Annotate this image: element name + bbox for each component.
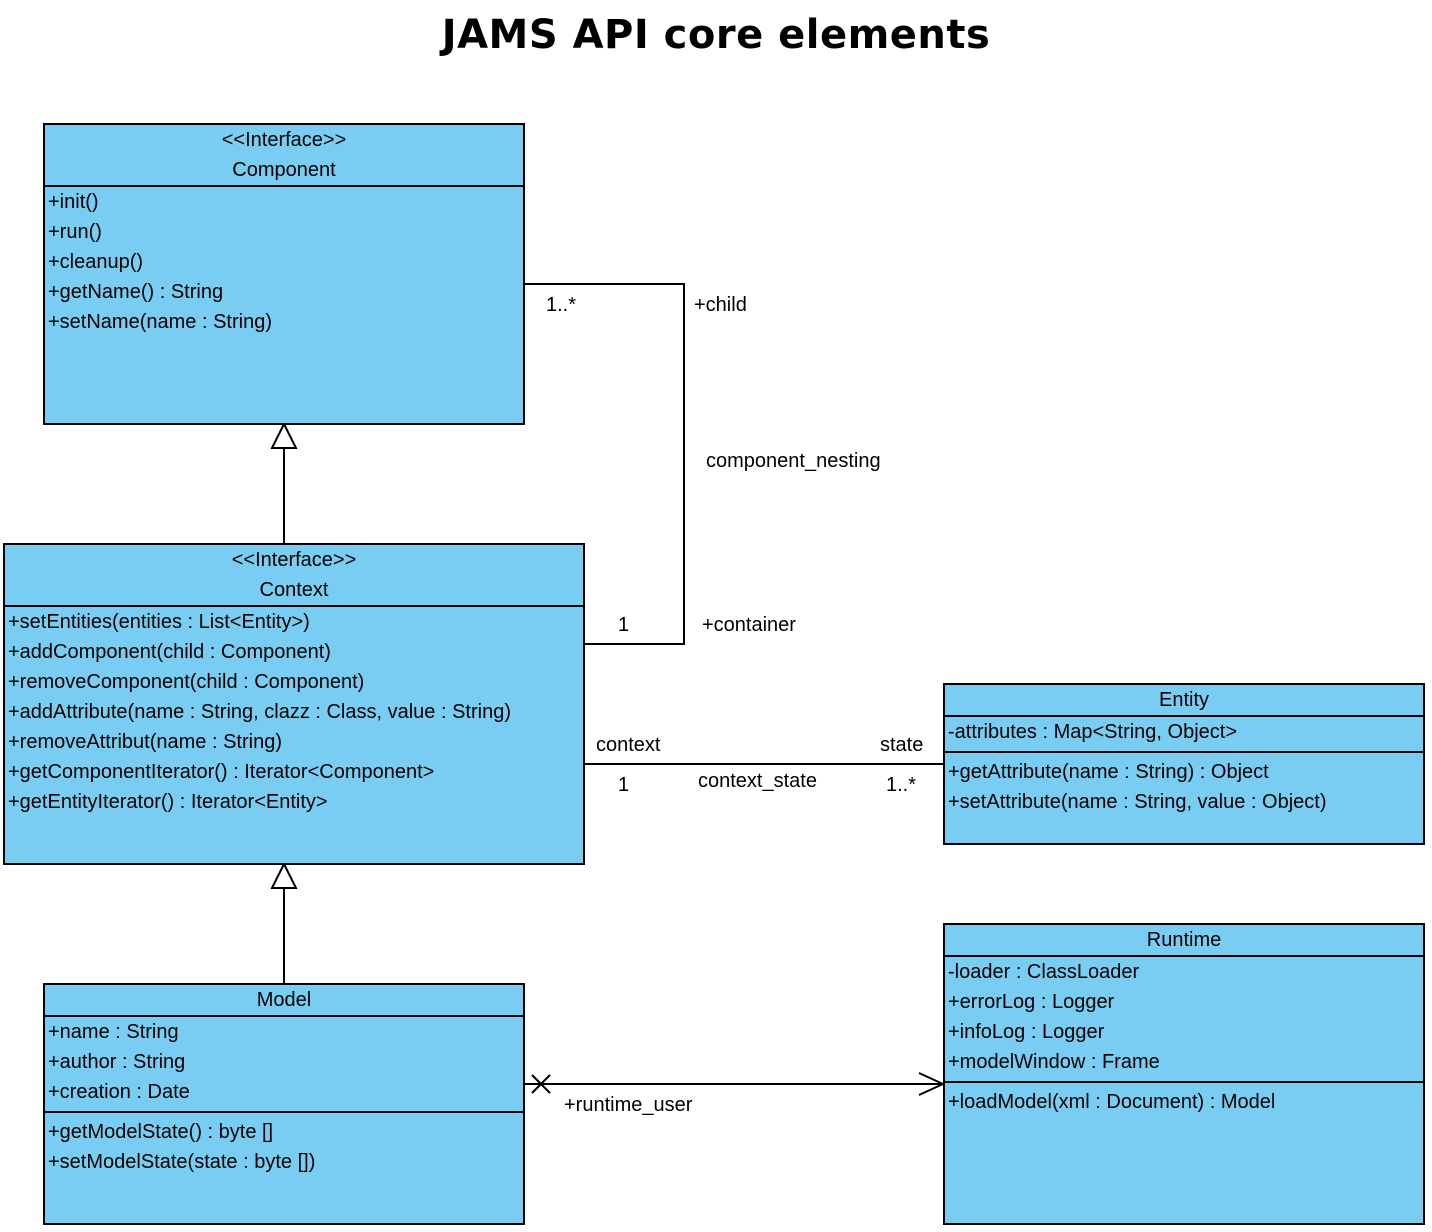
operations-compartment: +loadModel(xml : Document) : Model	[945, 1083, 1423, 1117]
operation: +removeAttribut(name : String)	[8, 731, 282, 753]
operation: +setModelState(state : byte [])	[48, 1151, 316, 1173]
non-navigable-x-icon	[531, 1074, 551, 1094]
container-multiplicity-label: 1	[618, 614, 630, 636]
container-role-label: +container	[702, 614, 796, 636]
operations-compartment: +setEntities(entities : List<Entity>) +a…	[5, 607, 583, 817]
attribute: +name : String	[48, 1021, 179, 1043]
class-name: Model	[256, 989, 312, 1011]
operation: +getComponentIterator() : Iterator<Compo…	[8, 761, 435, 783]
state-multiplicity-label: 1..*	[886, 774, 917, 796]
attribute: +errorLog : Logger	[948, 991, 1115, 1013]
stereotype-label: <<Interface>>	[221, 129, 347, 151]
model-class-header: Model	[45, 985, 523, 1017]
operation: +getAttribute(name : String) : Object	[948, 761, 1269, 783]
class-name: Component	[232, 159, 336, 181]
operation: +loadModel(xml : Document) : Model	[948, 1091, 1276, 1113]
operations-compartment: +getAttribute(name : String) : Object +s…	[945, 753, 1423, 817]
attributes-compartment: +name : String +author : String +creatio…	[45, 1017, 523, 1113]
state-role-label: state	[880, 734, 924, 756]
operation: +getEntityIterator() : Iterator<Entity>	[8, 791, 328, 813]
operation: +setAttribute(name : String, value : Obj…	[948, 791, 1327, 813]
operation: +setName(name : String)	[48, 311, 272, 333]
operation: +removeComponent(child : Component)	[8, 671, 365, 693]
class-name: Context	[259, 579, 329, 601]
attribute: +infoLog : Logger	[948, 1021, 1105, 1043]
runtime-user-role-label: +runtime_user	[564, 1094, 693, 1116]
child-role-label: +child	[694, 294, 747, 316]
operation: +addComponent(child : Component)	[8, 641, 331, 663]
operation: +cleanup()	[48, 251, 144, 273]
context-class-header: <<Interface>> Context	[5, 545, 583, 607]
operations-compartment: +init() +run() +cleanup() +getName() : S…	[45, 187, 523, 337]
component-class-header: <<Interface>> Component	[45, 125, 523, 187]
generalization-arrowhead-icon	[270, 421, 298, 449]
operation: +setEntities(entities : List<Entity>)	[8, 611, 310, 633]
class-name: Entity	[1158, 689, 1210, 711]
attribute: -attributes : Map<String, Object>	[948, 721, 1238, 743]
context-role-label: context	[596, 734, 661, 756]
attribute: +modelWindow : Frame	[948, 1051, 1160, 1073]
stereotype-label: <<Interface>>	[231, 549, 357, 571]
runtime-class[interactable]: Runtime -loader : ClassLoader +errorLog …	[943, 923, 1425, 1225]
attribute: +creation : Date	[48, 1081, 190, 1103]
attribute: +author : String	[48, 1051, 186, 1073]
component-class[interactable]: <<Interface>> Component +init() +run() +…	[43, 123, 525, 425]
operations-compartment: +getModelState() : byte [] +setModelStat…	[45, 1113, 523, 1177]
context-multiplicity-label: 1	[618, 774, 630, 796]
class-name: Runtime	[1146, 929, 1222, 951]
operation: +getModelState() : byte []	[48, 1121, 274, 1143]
component-nesting-line	[525, 283, 685, 645]
generalization-arrowhead-icon	[270, 861, 298, 889]
entity-class[interactable]: Entity -attributes : Map<String, Object>…	[943, 683, 1425, 845]
attributes-compartment: -loader : ClassLoader +errorLog : Logger…	[945, 957, 1423, 1083]
component-nesting-name-label: component_nesting	[706, 450, 881, 472]
operation: +run()	[48, 221, 102, 243]
operation: +getName() : String	[48, 281, 224, 303]
context-state-name-label: context_state	[698, 770, 817, 792]
operation: +init()	[48, 191, 99, 213]
runtime-class-header: Runtime	[945, 925, 1423, 957]
operation: +addAttribute(name : String, clazz : Cla…	[8, 701, 511, 723]
model-class[interactable]: Model +name : String +author : String +c…	[43, 983, 525, 1225]
diagram-title: JAMS API core elements	[441, 12, 991, 58]
attribute: -loader : ClassLoader	[948, 961, 1140, 983]
attributes-compartment: -attributes : Map<String, Object>	[945, 717, 1423, 753]
context-class[interactable]: <<Interface>> Context +setEntities(entit…	[3, 543, 585, 865]
entity-class-header: Entity	[945, 685, 1423, 717]
child-multiplicity-label: 1..*	[546, 294, 577, 316]
